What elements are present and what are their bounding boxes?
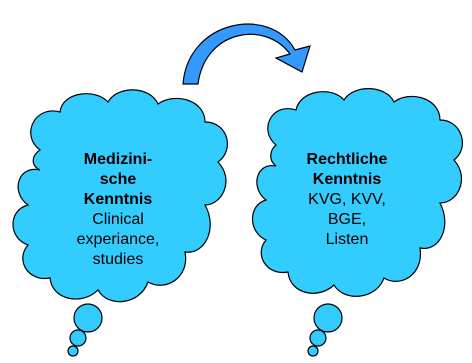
cloud-text-medical: Medizini- sche Kenntnis Clinical experia…	[48, 150, 188, 270]
cloud-body-line: experiance,	[76, 231, 160, 248]
cloud-text-legal: Rechtliche Kenntnis KVG, KVV, BGE, Liste…	[282, 150, 412, 250]
thought-cloud-legal	[252, 88, 463, 357]
cloud-heading-line: Rechtliche	[306, 151, 388, 168]
cloud-body-line: Clinical	[92, 211, 144, 228]
thought-bubble-large	[73, 303, 103, 333]
cloud-body-line: KVG, KVV,	[308, 191, 386, 208]
cloud-heading-line: Kenntnis	[83, 191, 153, 208]
cloud-heading-line: Kenntnis	[312, 171, 382, 188]
thought-bubble-large	[313, 303, 343, 333]
cloud-body-line: Listen	[325, 231, 369, 248]
cloud-body-line: studies	[92, 251, 144, 268]
cloud-heading-line: Medizini-	[83, 151, 153, 168]
cloud-heading-line: sche	[99, 171, 137, 188]
thought-bubble-medium	[309, 329, 327, 347]
thought-bubble-small	[307, 345, 319, 357]
cloud-body-line: BGE,	[327, 211, 367, 228]
curved-arrow-right-icon	[182, 23, 311, 85]
thought-cloud-medical	[12, 89, 228, 357]
thought-bubble-small	[67, 345, 79, 357]
thought-bubble-medium	[69, 329, 87, 347]
